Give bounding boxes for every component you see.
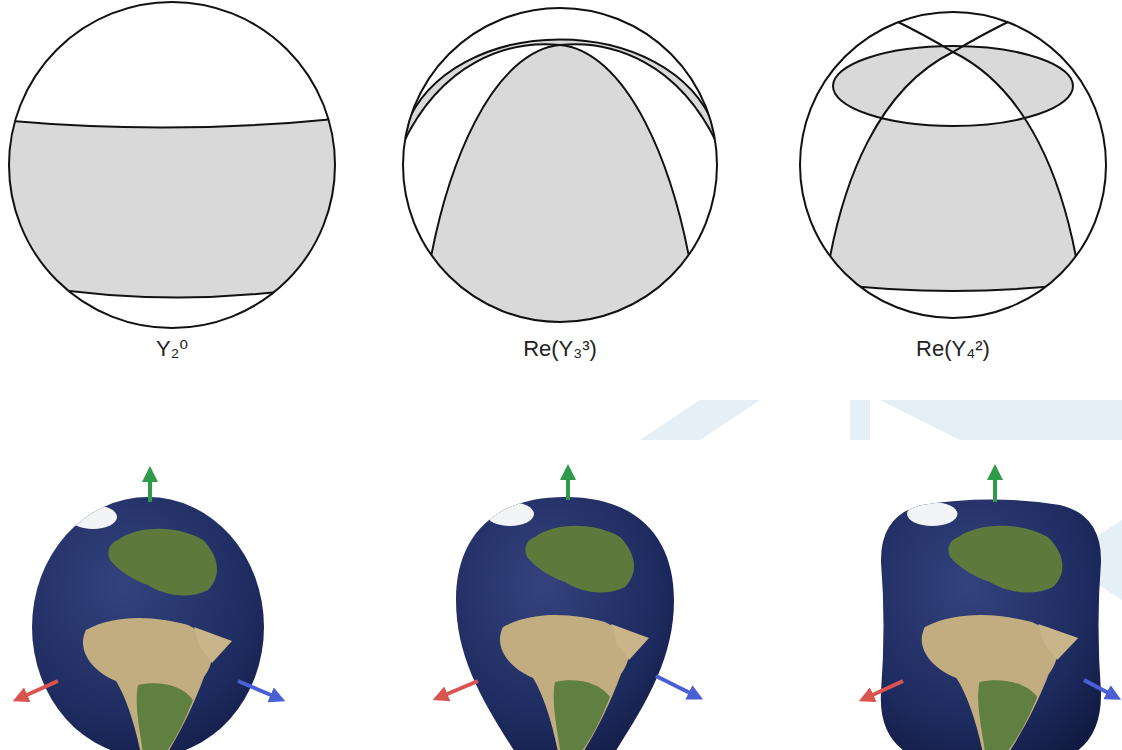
function-label: Y₂⁰ [154,336,190,362]
deformed-earth [440,472,696,750]
harmonic-sphere [780,12,1122,320]
deformed-earth [20,474,280,750]
harmonic-sphere [400,8,720,330]
deformed-earth [866,472,1114,750]
function-label: Re(Y₄²) [914,336,992,362]
function-label: Re(Y₃³) [521,336,599,362]
harmonic-sphere [0,2,345,328]
